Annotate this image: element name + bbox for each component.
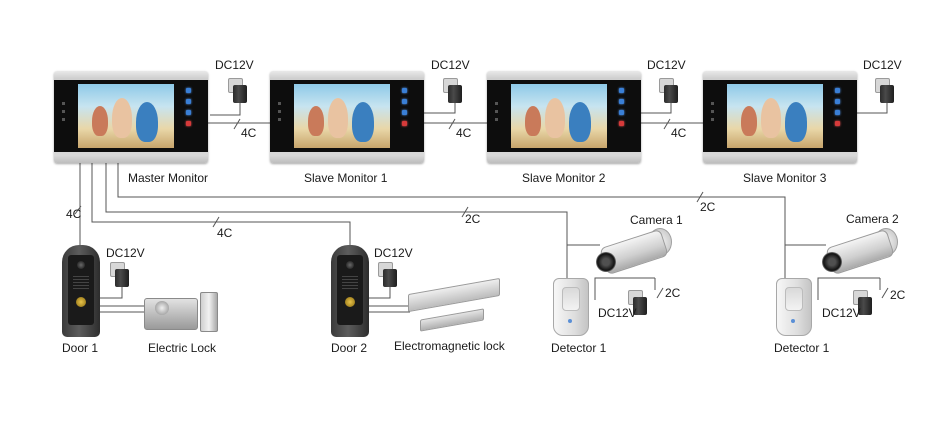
power-feed-slave2 — [640, 100, 672, 114]
wire-master-door2 — [91, 163, 351, 245]
slave-monitor-2 — [487, 71, 641, 163]
wire-label-4c: 4C — [241, 126, 257, 140]
dc12v-label: DC12V — [106, 246, 145, 260]
power-adapter-icon — [875, 78, 895, 104]
camera-2-label: Camera 2 — [846, 212, 899, 226]
detector-2-label: Detector 1 — [774, 341, 830, 355]
wire-label-2c: 2C — [465, 212, 481, 226]
wire-label-4c: 4C — [217, 226, 233, 240]
power-feed-slave3 — [857, 100, 888, 114]
wire-label-4c: 4C — [456, 126, 472, 140]
dc12v-label: DC12V — [822, 306, 861, 320]
dc12v-label: DC12V — [431, 58, 470, 72]
dc12v-label: DC12V — [215, 58, 254, 72]
wire-label-2c: 2C — [700, 200, 716, 214]
power-adapter-icon — [110, 262, 130, 288]
wire-label-2c: 2C — [890, 288, 906, 302]
power-adapter-icon — [628, 290, 648, 316]
power-adapter-icon — [853, 290, 873, 316]
door-station-1 — [62, 245, 100, 337]
detector-2 — [776, 278, 812, 336]
dc12v-label: DC12V — [598, 306, 637, 320]
electromagnetic-lock — [408, 277, 518, 334]
wire-master-camera1 — [105, 163, 600, 246]
dc12v-label: DC12V — [647, 58, 686, 72]
slave-monitor-1-label: Slave Monitor 1 — [304, 171, 388, 185]
camera-1-label: Camera 1 — [630, 213, 683, 227]
master-monitor — [54, 71, 208, 163]
camera-1 — [596, 228, 676, 284]
power-adapter-icon — [378, 262, 398, 288]
slave-monitor-1 — [270, 71, 424, 163]
power-feed-slave1 — [424, 100, 456, 114]
wire-camera2-power — [817, 277, 880, 300]
wire-label-4c: 4C — [66, 207, 82, 221]
slave-monitor-3 — [703, 71, 857, 163]
wire-label-4c: 4C — [671, 126, 687, 140]
wire-label-2c: 2C — [665, 286, 681, 300]
dc12v-label: DC12V — [374, 246, 413, 260]
electromagnetic-lock-label: Electromagnetic lock — [394, 339, 505, 353]
slave-monitor-3-label: Slave Monitor 3 — [743, 171, 827, 185]
door-station-2 — [331, 245, 369, 337]
electric-lock-label: Electric Lock — [148, 341, 217, 355]
detector-1 — [553, 278, 589, 336]
detector-1-label: Detector 1 — [551, 341, 607, 355]
power-feed-master — [210, 100, 241, 116]
dc12v-label: DC12V — [863, 58, 902, 72]
monitor-screen — [78, 84, 174, 148]
door-2-label: Door 2 — [331, 341, 368, 355]
door-1-label: Door 1 — [62, 341, 99, 355]
electric-lock — [144, 292, 220, 336]
power-adapter-icon — [443, 78, 463, 104]
power-adapter-icon — [228, 78, 248, 104]
slave-monitor-2-label: Slave Monitor 2 — [522, 171, 606, 185]
camera-2 — [822, 228, 902, 284]
master-monitor-label: Master Monitor — [128, 171, 209, 185]
power-adapter-icon — [659, 78, 679, 104]
wire-master-camera2 — [117, 163, 826, 246]
wire-camera1-power — [594, 277, 655, 300]
